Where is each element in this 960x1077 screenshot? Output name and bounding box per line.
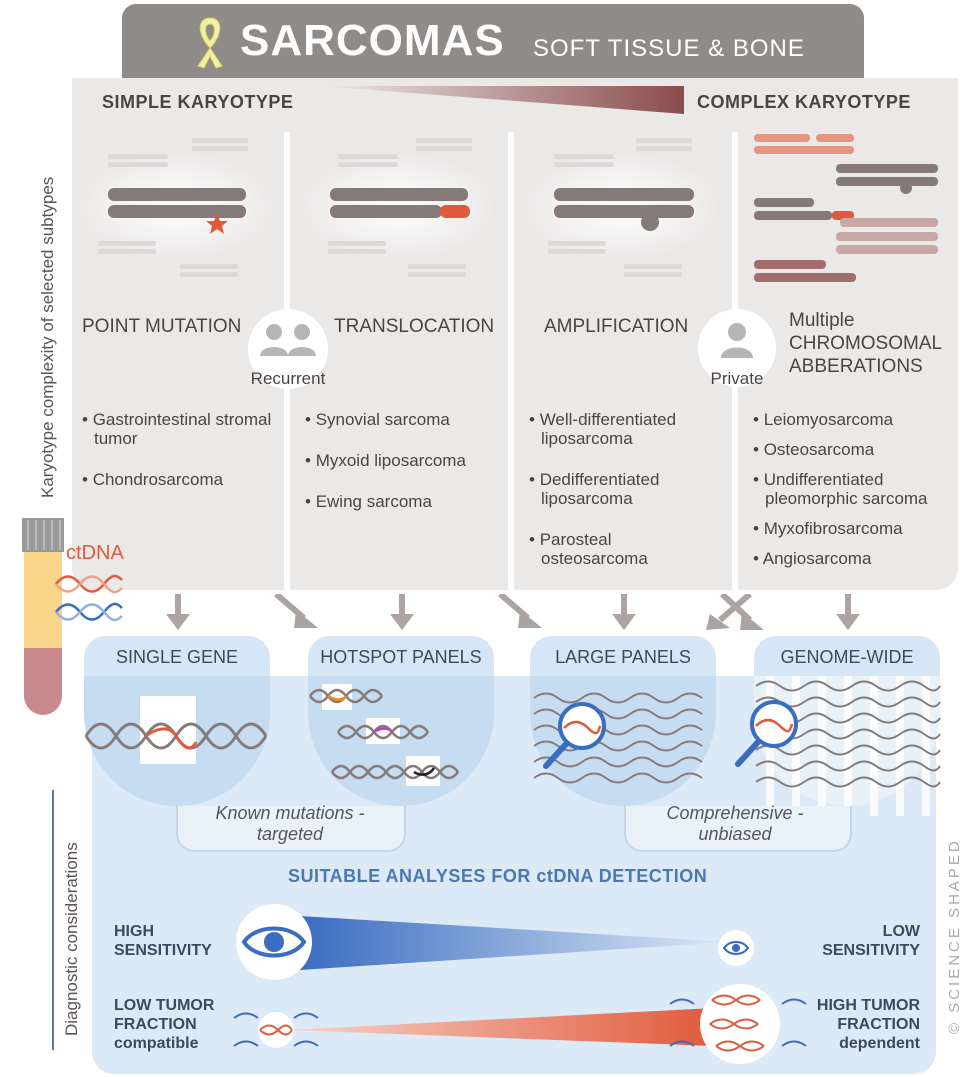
subtype-list-multiple-aberrations: • Leiomyosarcoma • Osteosarcoma • Undiff… xyxy=(753,410,949,579)
title-bar xyxy=(122,4,864,82)
mapping-arrows xyxy=(166,594,860,630)
mutation-star-icon xyxy=(206,213,228,234)
mechanism-amplification: AMPLIFICATION xyxy=(544,316,689,337)
list-item: • Ewing sarcoma xyxy=(305,492,432,511)
high-sensitivity-label: HIGH SENSITIVITY xyxy=(114,923,212,959)
ctdna-helix-icons xyxy=(55,574,123,622)
low-tumor-fraction-label: LOW TUMOR FRACTION compatible xyxy=(114,997,215,1052)
recurrent-badge-label: Recurrent xyxy=(250,369,326,388)
list-item: • Synovial sarcoma xyxy=(305,410,450,429)
page-title: SARCOMAS xyxy=(240,16,505,65)
list-item: • Parosteal osteosarcoma xyxy=(529,530,648,568)
column-divider xyxy=(508,132,514,590)
list-item: • Leiomyosarcoma xyxy=(753,410,894,429)
list-item: • Chondrosarcoma xyxy=(82,470,224,489)
list-item: • Osteosarcoma xyxy=(753,440,875,459)
diagnostic-axis-label: Diagnostic considerations xyxy=(62,842,81,1036)
strategy-unbiased: Comprehensive - unbiased xyxy=(666,803,804,844)
suitable-analyses-heading: SUITABLE ANALYSES FOR ctDNA DETECTION xyxy=(288,866,708,886)
sequencing-illustrations xyxy=(84,676,941,816)
list-item: • Dedifferentiated liposarcoma xyxy=(529,470,660,508)
list-item: • Myxofibrosarcoma xyxy=(753,519,903,538)
diagnostic-bracket xyxy=(52,790,54,1050)
list-item: • Undifferentiated pleomorphic sarcoma xyxy=(753,470,928,508)
page-subtitle: SOFT TISSUE & BONE xyxy=(533,35,805,62)
mechanism-point-mutation: POINT MUTATION xyxy=(82,316,242,337)
method-large-panels: LARGE PANELS xyxy=(530,636,716,682)
ctdna-label: ctDNA xyxy=(66,542,124,564)
method-hotspot-panels: HOTSPOT PANELS xyxy=(308,636,494,682)
magnifier-icon xyxy=(558,702,606,750)
sensitivity-tumor-fraction-graphic xyxy=(233,904,807,1064)
subtype-list-amplification: • Well-differentiated liposarcoma • Dedi… xyxy=(529,410,721,590)
recurrent-people-icon xyxy=(248,309,328,389)
blood-tube-icon xyxy=(22,518,64,715)
list-item: • Angiosarcoma xyxy=(753,549,872,568)
private-person-icon xyxy=(698,309,776,387)
karyotype-axis-label: Karyotype complexity of selected subtype… xyxy=(38,176,57,498)
unbiased-box xyxy=(624,806,852,852)
list-item: • Well-differentiated liposarcoma xyxy=(529,410,677,448)
method-genome-wide: GENOME-WIDE xyxy=(754,636,940,682)
chromosome-illustrations xyxy=(76,134,938,282)
method-single-gene: SINGLE GENE xyxy=(84,636,270,682)
list-item: • Myxoid liposarcoma xyxy=(305,451,466,470)
private-badge-label: Private xyxy=(710,369,764,388)
high-tumor-dna-icon xyxy=(700,984,780,1064)
low-sensitivity-label: LOW SENSITIVITY xyxy=(822,923,920,959)
subtype-list-point-mutation: • Gastrointestinal stromal tumor • Chond… xyxy=(82,410,274,511)
awareness-ribbon-icon xyxy=(197,17,223,69)
complex-karyotype-label: COMPLEX KARYOTYPE xyxy=(697,92,911,112)
high-tumor-fraction-label: HIGH TUMOR FRACTION dependent xyxy=(816,997,920,1052)
magnifier-icon xyxy=(750,700,798,748)
list-item: • Gastrointestinal stromal tumor xyxy=(82,410,272,448)
targeted-box xyxy=(176,806,406,852)
copyright-label: © SCIENCE SHAPED xyxy=(946,838,960,1034)
strategy-targeted: Known mutations - targeted xyxy=(215,803,365,844)
subtype-list-translocation: • Synovial sarcoma • Myxoid liposarcoma … xyxy=(305,410,497,533)
simple-karyotype-label: SIMPLE KARYOTYPE xyxy=(102,92,294,112)
mechanism-translocation: TRANSLOCATION xyxy=(334,316,495,337)
mechanism-multiple-aberrations: Multiple CHROMOSOMAL ABBERATIONS xyxy=(789,310,942,377)
complexity-gradient-wedge xyxy=(322,86,684,114)
